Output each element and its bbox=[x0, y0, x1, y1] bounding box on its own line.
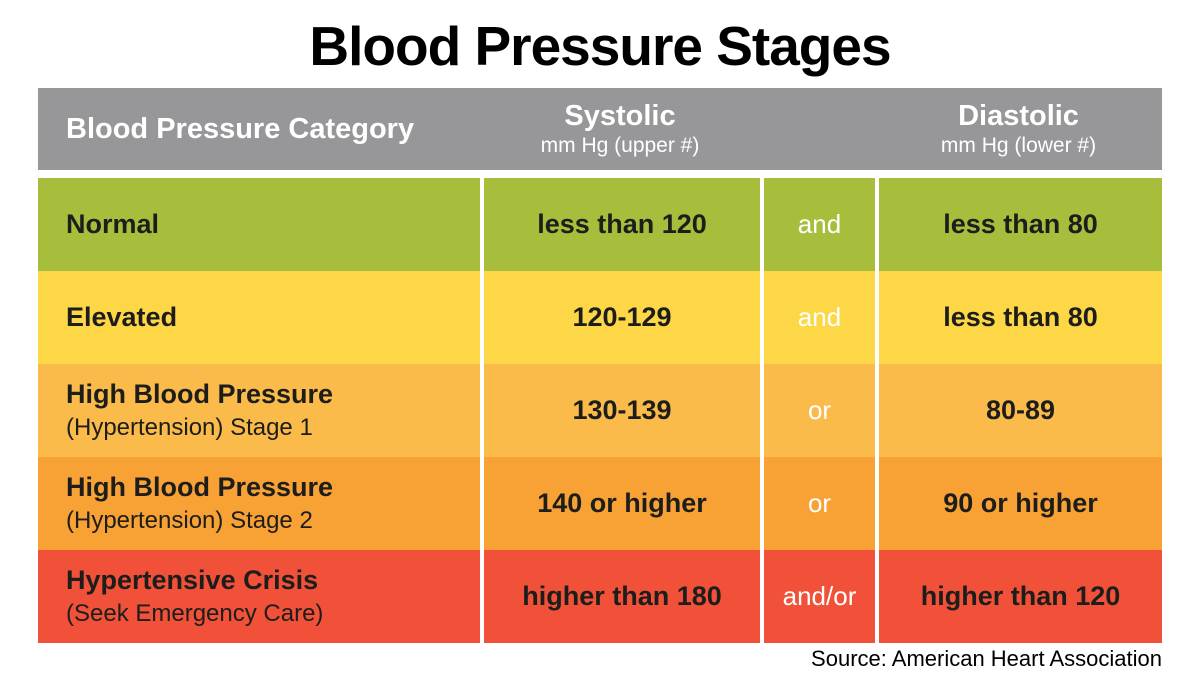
header-category: Blood Pressure Category bbox=[66, 112, 415, 145]
header-diastolic-subtitle: mm Hg (lower #) bbox=[940, 133, 1097, 157]
diastolic-value: 90 or higher bbox=[875, 457, 1162, 550]
category-label: Normal bbox=[66, 208, 160, 239]
header-systolic-subtitle: mm Hg (upper #) bbox=[540, 133, 700, 157]
category-cell: High Blood Pressure (Hypertension) Stage… bbox=[38, 364, 480, 457]
connector-value: and bbox=[760, 178, 875, 271]
category-label: High Blood Pressure bbox=[66, 379, 334, 410]
category-note: (Hypertension) Stage 1 bbox=[66, 414, 313, 442]
blood-pressure-table: Blood Pressure Category Systolic mm Hg (… bbox=[38, 88, 1162, 643]
header-connector-spacer bbox=[760, 88, 875, 170]
connector-value: and/or bbox=[760, 550, 875, 643]
table-row-hypertensive-crisis: Hypertensive Crisis (Seek Emergency Care… bbox=[38, 550, 1162, 643]
category-label: Hypertensive Crisis bbox=[66, 565, 319, 596]
table-row-elevated: Elevated 120-129 and less than 80 bbox=[38, 271, 1162, 364]
diastolic-value: less than 80 bbox=[875, 271, 1162, 364]
source-attribution: Source: American Heart Association bbox=[811, 646, 1162, 671]
header-systolic: Systolic mm Hg (upper #) bbox=[480, 88, 760, 170]
table-header-row: Blood Pressure Category Systolic mm Hg (… bbox=[38, 88, 1162, 170]
header-diastolic-title: Diastolic bbox=[958, 100, 1079, 133]
table-row-hypertension-stage-2: High Blood Pressure (Hypertension) Stage… bbox=[38, 457, 1162, 550]
category-cell: High Blood Pressure (Hypertension) Stage… bbox=[38, 457, 480, 550]
category-label: Elevated bbox=[66, 301, 178, 332]
category-cell: Elevated bbox=[38, 271, 480, 364]
header-diastolic: Diastolic mm Hg (lower #) bbox=[875, 88, 1162, 170]
connector-value: or bbox=[760, 457, 875, 550]
connector-value: and bbox=[760, 271, 875, 364]
header-systolic-title: Systolic bbox=[564, 100, 676, 133]
systolic-value: 130-139 bbox=[480, 364, 760, 457]
category-label: High Blood Pressure bbox=[66, 472, 334, 503]
systolic-value: less than 120 bbox=[480, 178, 760, 271]
category-cell: Normal bbox=[38, 178, 480, 271]
table-row-normal: Normal less than 120 and less than 80 bbox=[38, 178, 1162, 271]
page-title: Blood Pressure Stages bbox=[309, 15, 891, 77]
connector-value: or bbox=[760, 364, 875, 457]
table-row-hypertension-stage-1: High Blood Pressure (Hypertension) Stage… bbox=[38, 364, 1162, 457]
diastolic-value: less than 80 bbox=[875, 178, 1162, 271]
diastolic-value: 80-89 bbox=[875, 364, 1162, 457]
systolic-value: higher than 180 bbox=[480, 550, 760, 643]
systolic-value: 140 or higher bbox=[480, 457, 760, 550]
category-cell: Hypertensive Crisis (Seek Emergency Care… bbox=[38, 550, 480, 643]
category-note: (Seek Emergency Care) bbox=[66, 600, 324, 628]
category-note: (Hypertension) Stage 2 bbox=[66, 507, 313, 535]
systolic-value: 120-129 bbox=[480, 271, 760, 364]
diastolic-value: higher than 120 bbox=[875, 550, 1162, 643]
